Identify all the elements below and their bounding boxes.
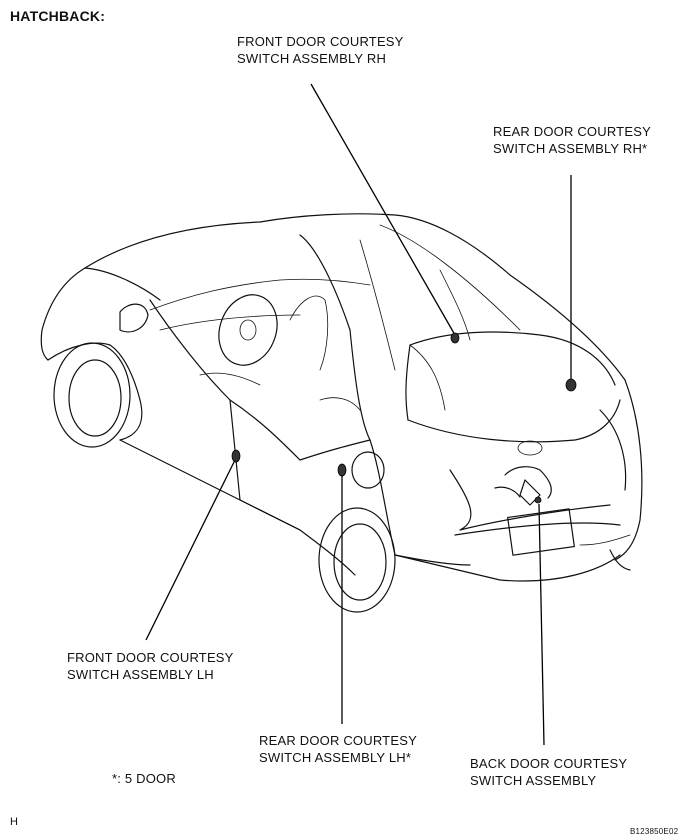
label-line: SWITCH ASSEMBLY LH bbox=[67, 667, 214, 682]
leader-back-door bbox=[538, 503, 545, 746]
footnote: *: 5 DOOR bbox=[112, 771, 176, 786]
wheels bbox=[53, 342, 631, 613]
label-line: SWITCH ASSEMBLY LH* bbox=[259, 750, 412, 765]
label-line: REAR DOOR COURTESY bbox=[259, 733, 417, 748]
leader-front-lh bbox=[145, 457, 237, 641]
leader-front-rh bbox=[310, 83, 456, 336]
figure-code: B123850E02 bbox=[630, 827, 679, 836]
courtesy-switch-icon bbox=[231, 449, 241, 463]
courtesy-switch-icon bbox=[565, 378, 577, 392]
label-line: SWITCH ASSEMBLY RH bbox=[237, 51, 387, 66]
label-line: BACK DOOR COURTESY bbox=[470, 756, 628, 771]
courtesy-switch-icon bbox=[337, 463, 347, 477]
label-line: FRONT DOOR COURTESY bbox=[67, 650, 234, 665]
leader-lines bbox=[145, 83, 572, 746]
corner-code-left: H bbox=[10, 816, 19, 828]
courtesy-switch-icon bbox=[494, 466, 552, 506]
label-line: REAR DOOR COURTESY bbox=[493, 124, 651, 139]
label-line: SWITCH ASSEMBLY bbox=[470, 773, 597, 788]
courtesy-switch-icon bbox=[450, 332, 460, 344]
label-line: FRONT DOOR COURTESY bbox=[237, 34, 404, 49]
diagram-title: HATCHBACK: bbox=[10, 8, 106, 24]
courtesy-switch-icons bbox=[231, 332, 577, 506]
label-line: SWITCH ASSEMBLY RH* bbox=[493, 141, 648, 156]
